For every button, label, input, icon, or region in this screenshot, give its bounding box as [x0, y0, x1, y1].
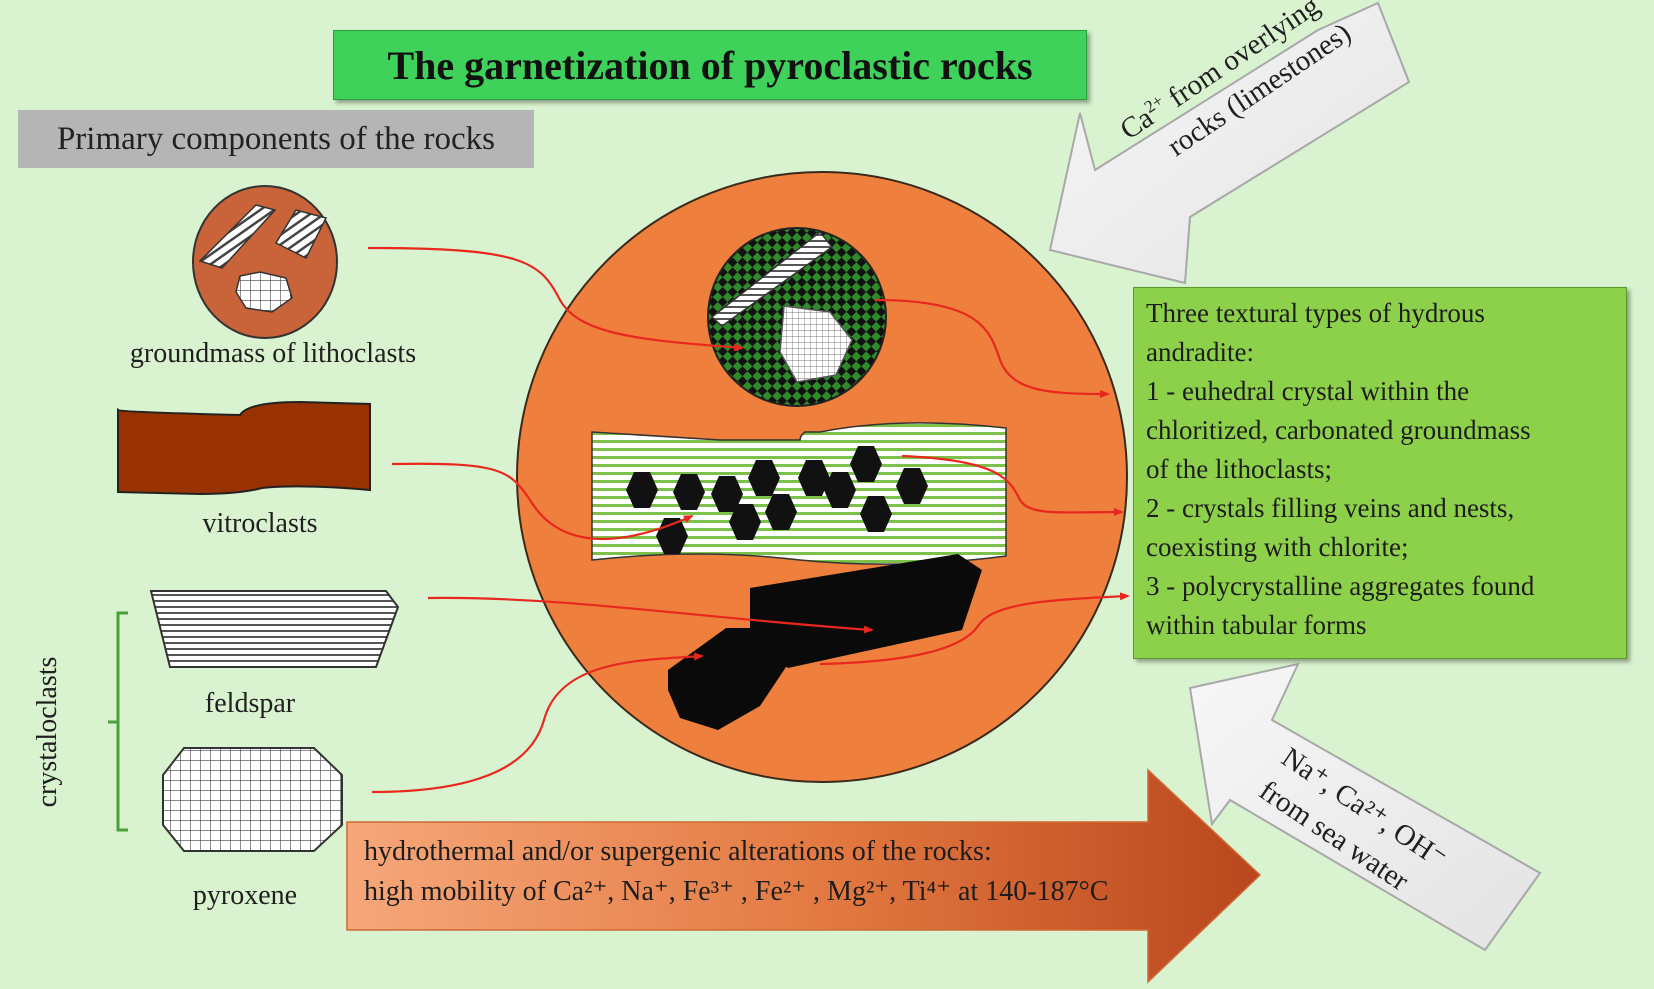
primary-components-box: Primary components of the rocks	[18, 110, 534, 168]
pyroxene-label: pyroxene	[192, 880, 298, 911]
crystaloclasts-label: crystaloclasts	[32, 656, 63, 808]
crystaloclasts-label-wrap: crystaloclasts	[32, 657, 63, 808]
page-title: The garnetization of pyroclastic rocks	[387, 42, 1033, 88]
vitroclasts-icon	[117, 400, 371, 496]
crystaloclasts-bracket	[108, 611, 128, 832]
connector-arrows	[367, 246, 1130, 794]
title-box: The garnetization of pyroclastic rocks	[333, 30, 1087, 100]
types-heading-2: andradite:	[1146, 337, 1254, 367]
alteration-text: hydrothermal and/or supergenic alteratio…	[364, 832, 1108, 912]
alteration-line1: hydrothermal and/or supergenic alteratio…	[364, 836, 992, 867]
lithoclast-inner	[707, 227, 887, 407]
sea-arrow	[1188, 662, 1542, 952]
types-item2-2: coexisting with chlorite;	[1146, 532, 1409, 562]
lithoclasts-label: groundmass of lithoclasts	[129, 338, 417, 369]
vitroclast-inner	[591, 422, 1007, 565]
feldspar-label: feldspar	[204, 688, 296, 719]
types-heading-1: Three textural types of hydrous	[1146, 298, 1485, 328]
types-item1-3: of the lithoclasts;	[1146, 454, 1332, 484]
feldspar-icon	[149, 590, 400, 668]
alteration-arrow	[346, 768, 1262, 984]
pyroxene-icon	[162, 747, 343, 852]
textural-types-box: Three textural types of hydrous andradit…	[1133, 287, 1627, 659]
lithoclasts-icon	[192, 185, 338, 339]
types-item1-2: chloritized, carbonated groundmass	[1146, 415, 1531, 445]
vitroclasts-label: vitroclasts	[202, 508, 318, 539]
types-item2-1: 2 - crystals filling veins and nests,	[1146, 493, 1515, 523]
primary-components-label: Primary components of the rocks	[56, 120, 496, 157]
alteration-line2: high mobility of Ca²⁺, Na⁺, Fe³⁺ , Fe²⁺ …	[364, 876, 1109, 907]
types-item1-1: 1 - euhedral crystal within the	[1146, 376, 1470, 406]
ca-arrow	[1048, 1, 1411, 285]
types-item3-1: 3 - polycrystalline aggregates found	[1146, 571, 1535, 601]
types-item3-2: within tabular forms	[1146, 610, 1367, 640]
